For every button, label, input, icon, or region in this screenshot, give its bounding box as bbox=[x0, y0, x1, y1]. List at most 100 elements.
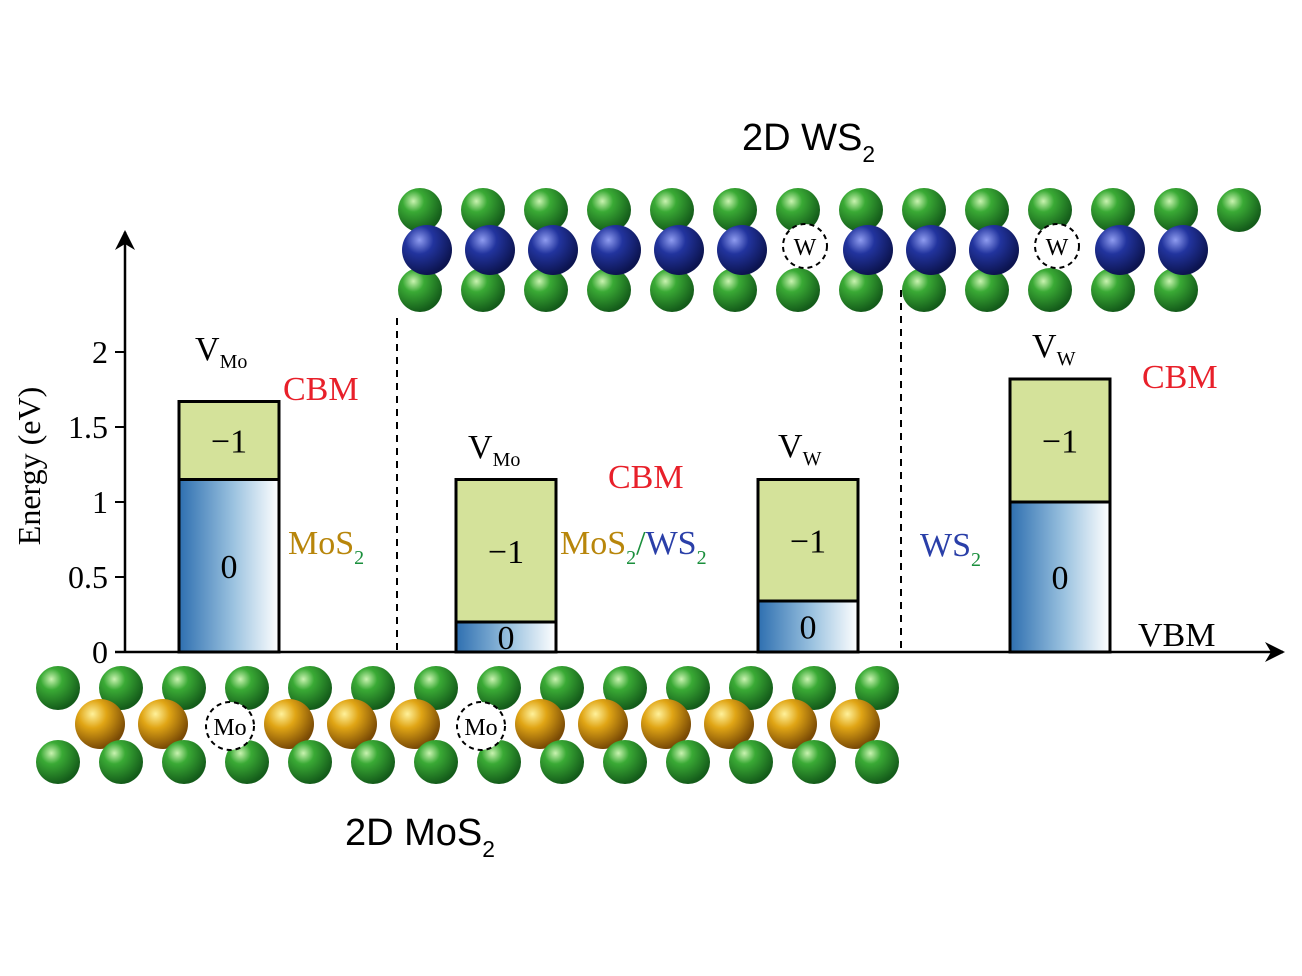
ws2-layer-title: 2D WS2 bbox=[742, 117, 875, 167]
charge-level-label: 0 bbox=[221, 549, 238, 586]
atom-sphere bbox=[162, 740, 206, 784]
atom-sphere bbox=[713, 188, 757, 232]
atom-sphere bbox=[843, 225, 893, 275]
atom-sphere bbox=[666, 740, 710, 784]
atom-sphere bbox=[390, 699, 440, 749]
atom-sphere bbox=[729, 666, 773, 710]
charge-level-bar-0 bbox=[454, 620, 558, 654]
atom-sphere bbox=[138, 699, 188, 749]
w-vacancy-label: W bbox=[794, 235, 817, 261]
atom-sphere bbox=[792, 666, 836, 710]
atom-sphere bbox=[776, 268, 820, 312]
atom-sphere bbox=[906, 225, 956, 275]
atom-sphere bbox=[902, 188, 946, 232]
atom-sphere bbox=[414, 666, 458, 710]
atom-sphere bbox=[1095, 225, 1145, 275]
x-axis-label-vbm: VBM bbox=[1138, 617, 1215, 654]
atom-sphere bbox=[704, 699, 754, 749]
y-axis-ticks: 00.511.52 bbox=[68, 334, 125, 670]
charge-level-bar-minus1 bbox=[454, 478, 558, 624]
mos2-layer: Mo Mo bbox=[36, 666, 899, 784]
atom-sphere bbox=[465, 225, 515, 275]
atom-sphere bbox=[578, 699, 628, 749]
w-vacancy-1: W bbox=[782, 223, 828, 269]
atom-sphere bbox=[776, 188, 820, 232]
mos2-atom-spheres bbox=[36, 666, 899, 784]
atom-sphere bbox=[654, 225, 704, 275]
atom-sphere bbox=[327, 699, 377, 749]
vacancy-label-v-w-1: VW bbox=[778, 428, 822, 470]
atom-sphere bbox=[477, 666, 521, 710]
mo-vacancy-label: Mo bbox=[464, 715, 497, 741]
charge-level-bar-minus1 bbox=[756, 478, 860, 603]
atom-sphere bbox=[603, 666, 647, 710]
charge-level-bar-0 bbox=[1008, 500, 1112, 654]
atom-sphere bbox=[1217, 188, 1261, 232]
charge-level-label: −1 bbox=[211, 424, 247, 461]
atom-sphere bbox=[99, 666, 143, 710]
atom-sphere bbox=[792, 740, 836, 784]
charge-level-label: 0 bbox=[800, 610, 817, 647]
atom-sphere bbox=[288, 740, 332, 784]
atom-sphere bbox=[36, 740, 80, 784]
y-axis-label: Energy (eV) bbox=[11, 387, 47, 545]
mo-vacancy-2: Mo bbox=[456, 701, 506, 751]
atom-sphere bbox=[225, 740, 269, 784]
atom-sphere bbox=[1154, 188, 1198, 232]
atom-sphere bbox=[1091, 188, 1135, 232]
atom-sphere bbox=[528, 225, 578, 275]
atom-sphere bbox=[587, 268, 631, 312]
atom-sphere bbox=[288, 666, 332, 710]
y-tick-label: 1 bbox=[92, 484, 108, 520]
mos2-layer-title: 2D MoS2 bbox=[345, 812, 495, 862]
atom-sphere bbox=[75, 699, 125, 749]
atom-sphere bbox=[540, 666, 584, 710]
atom-sphere bbox=[477, 740, 521, 784]
charge-level-bar-minus1 bbox=[1008, 377, 1112, 504]
atom-sphere bbox=[515, 699, 565, 749]
material-label-mos2-ws2: MoS2/WS2 bbox=[560, 525, 707, 569]
cbm-label-3: CBM bbox=[1142, 359, 1218, 396]
atom-sphere bbox=[524, 268, 568, 312]
y-tick-label: 0 bbox=[92, 634, 108, 670]
atom-sphere bbox=[587, 188, 631, 232]
charge-level-label: 0 bbox=[498, 620, 515, 657]
atom-sphere bbox=[666, 666, 710, 710]
atom-sphere bbox=[855, 740, 899, 784]
atom-sphere bbox=[398, 188, 442, 232]
atom-sphere bbox=[414, 740, 458, 784]
atom-sphere bbox=[402, 225, 452, 275]
y-tick-label: 1.5 bbox=[68, 409, 108, 445]
atom-sphere bbox=[965, 268, 1009, 312]
y-tick-label: 2 bbox=[92, 334, 108, 370]
atom-sphere bbox=[839, 268, 883, 312]
vacancy-label-v-mo-1: VMo bbox=[195, 331, 247, 373]
charge-level-label: −1 bbox=[1042, 424, 1078, 461]
atom-sphere bbox=[540, 740, 584, 784]
atom-sphere bbox=[264, 699, 314, 749]
atom-sphere bbox=[729, 740, 773, 784]
cbm-label-1: CBM bbox=[283, 371, 359, 408]
atom-sphere bbox=[162, 666, 206, 710]
atom-sphere bbox=[591, 225, 641, 275]
material-label-ws2: WS2 bbox=[920, 527, 981, 571]
atom-sphere bbox=[1028, 188, 1072, 232]
atom-sphere bbox=[965, 188, 1009, 232]
atom-sphere bbox=[650, 188, 694, 232]
charge-level-label: −1 bbox=[790, 523, 826, 560]
charge-level-label: −1 bbox=[488, 534, 524, 571]
atom-sphere bbox=[1028, 268, 1072, 312]
atom-sphere bbox=[461, 268, 505, 312]
material-label-mos2: MoS2 bbox=[288, 525, 364, 569]
atom-sphere bbox=[461, 188, 505, 232]
cbm-label-2: CBM bbox=[608, 459, 684, 496]
atom-sphere bbox=[1154, 268, 1198, 312]
ws2-atom-spheres bbox=[398, 188, 1261, 312]
atom-sphere bbox=[830, 699, 880, 749]
atom-sphere bbox=[641, 699, 691, 749]
atom-sphere bbox=[398, 268, 442, 312]
atom-sphere bbox=[855, 666, 899, 710]
atom-sphere bbox=[767, 699, 817, 749]
atom-sphere bbox=[713, 268, 757, 312]
w-vacancy-label: W bbox=[1046, 235, 1069, 261]
